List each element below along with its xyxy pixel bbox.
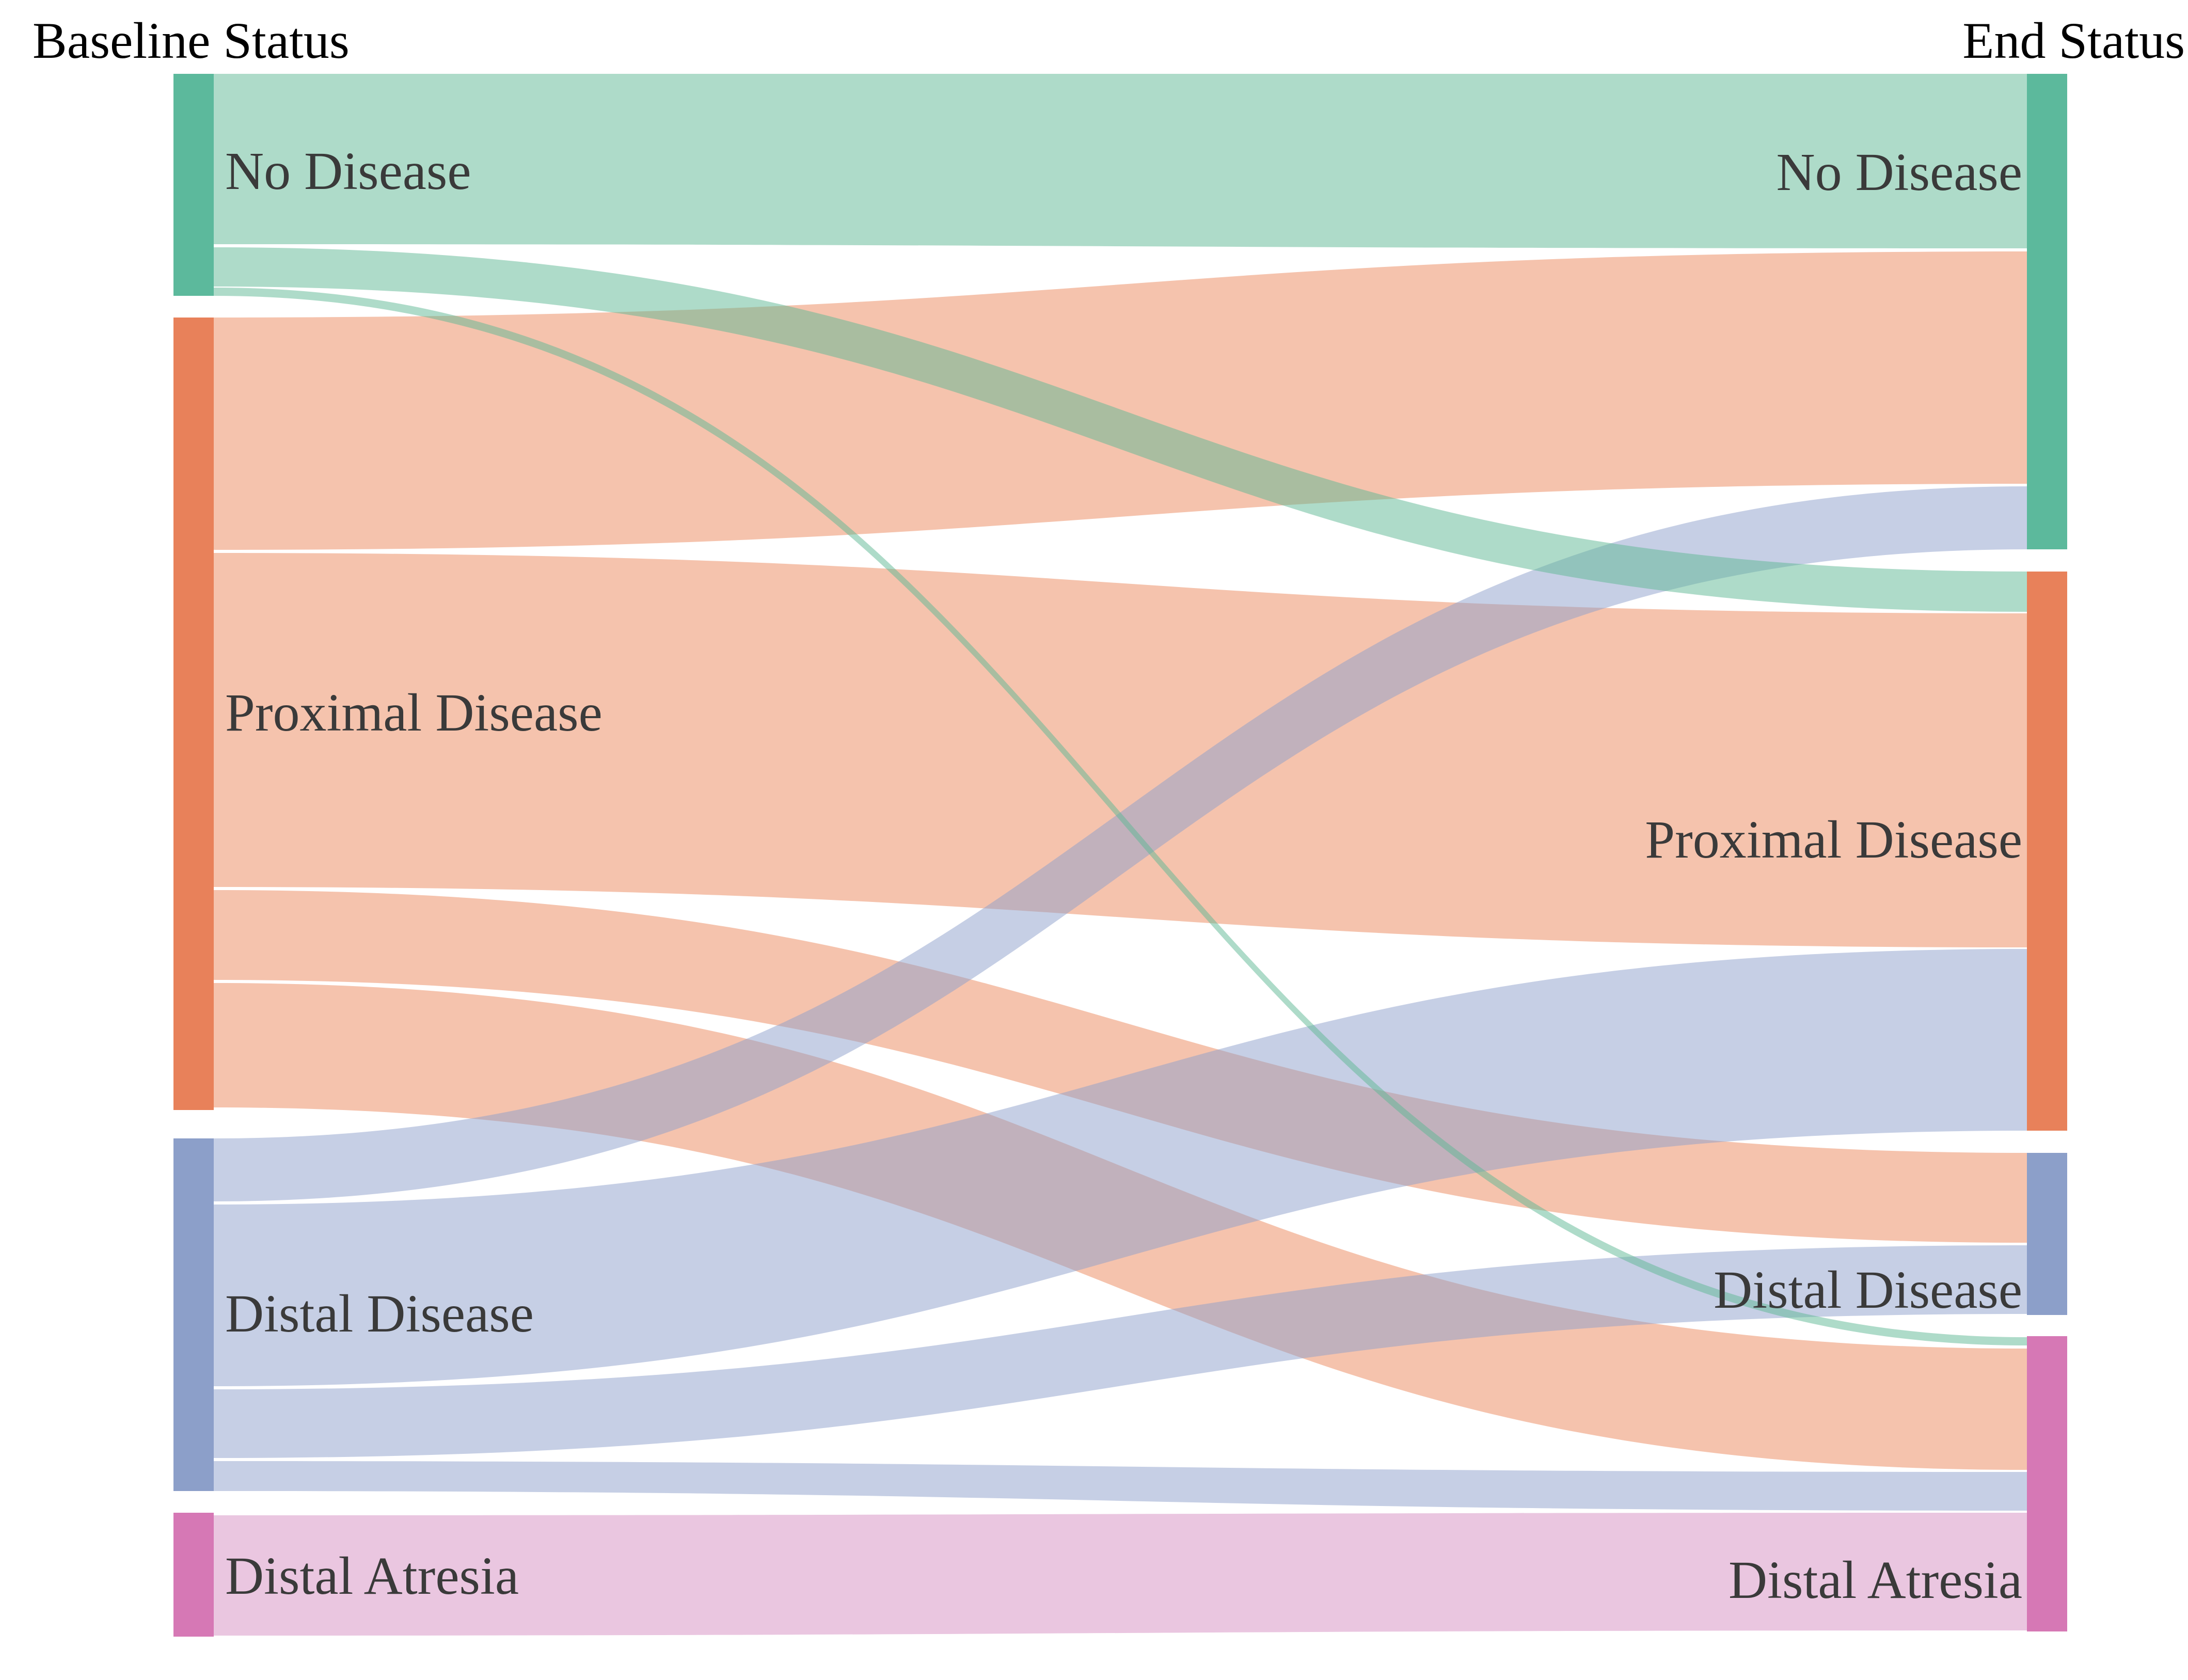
flow-no-disease-to-proximal[interactable] <box>214 247 2027 612</box>
flow-no-disease-to-atresia[interactable] <box>214 288 2027 1345</box>
flow-distal-to-no-disease[interactable] <box>214 486 2027 1201</box>
node-baseline-proximal-disease[interactable] <box>173 318 214 1110</box>
flow-distal-to-distal[interactable] <box>214 1245 2027 1458</box>
label-baseline-proximal-disease: Proximal Disease <box>225 683 603 742</box>
label-end-no-disease: No Disease <box>1776 142 2022 202</box>
node-baseline-distal-atresia[interactable] <box>173 1513 214 1637</box>
flow-distal-to-proximal[interactable] <box>214 949 2027 1386</box>
node-baseline-distal-disease[interactable] <box>173 1138 214 1491</box>
label-end-proximal-disease: Proximal Disease <box>1645 810 2022 869</box>
end-axis-title: End Status <box>1962 12 2185 69</box>
nodes-layer <box>173 74 2067 1637</box>
flow-no-disease-to-no-disease[interactable] <box>214 74 2027 248</box>
flows-layer <box>214 74 2027 1636</box>
baseline-axis-title: Baseline Status <box>33 12 350 69</box>
label-baseline-no-disease: No Disease <box>225 141 471 201</box>
flow-proximal-to-no-disease[interactable] <box>214 251 2027 550</box>
node-end-distal-atresia[interactable] <box>2027 1336 2067 1631</box>
label-baseline-distal-disease: Distal Disease <box>225 1284 534 1343</box>
flow-proximal-to-proximal[interactable] <box>214 553 2027 947</box>
label-end-distal-disease: Distal Disease <box>1714 1260 2022 1320</box>
label-end-distal-atresia: Distal Atresia <box>1729 1550 2022 1610</box>
label-baseline-distal-atresia: Distal Atresia <box>225 1546 519 1606</box>
node-end-distal-disease[interactable] <box>2027 1153 2067 1315</box>
flow-distal-to-atresia[interactable] <box>214 1461 2027 1511</box>
node-end-no-disease[interactable] <box>2027 74 2067 549</box>
node-baseline-no-disease[interactable] <box>173 74 214 296</box>
flow-atresia-to-atresia[interactable] <box>214 1513 2027 1636</box>
node-end-proximal-disease[interactable] <box>2027 572 2067 1131</box>
